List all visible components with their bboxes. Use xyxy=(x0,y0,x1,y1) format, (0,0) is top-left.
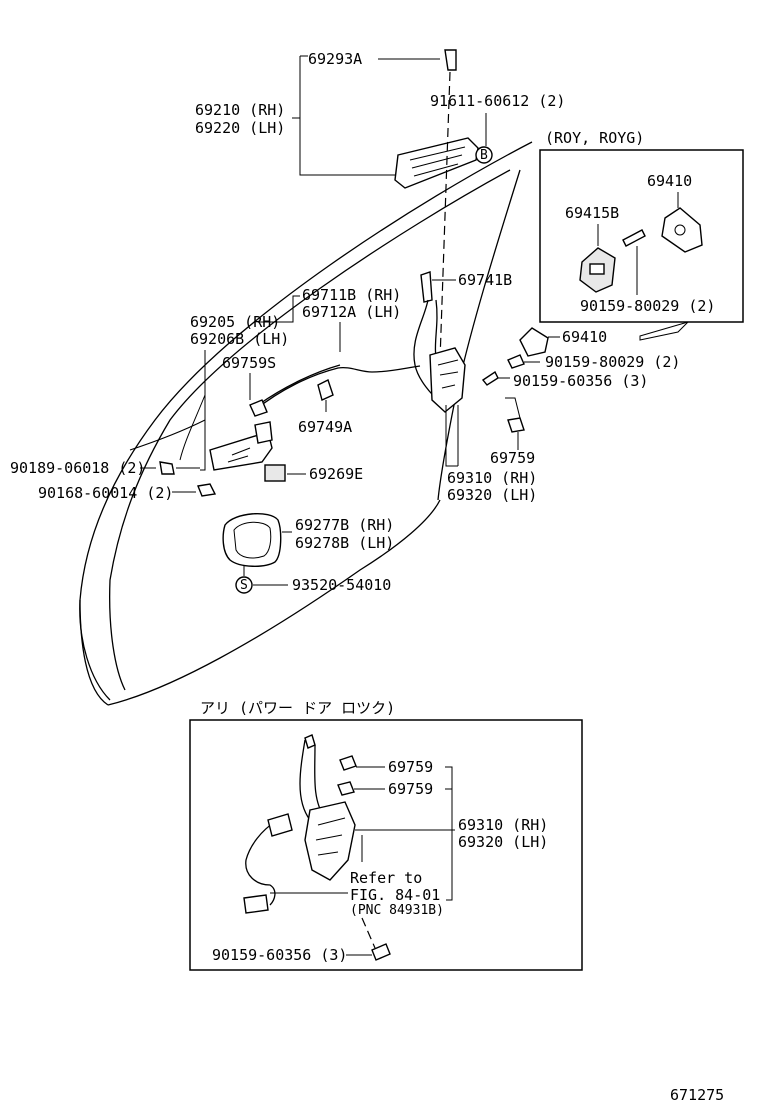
label-69320a: 69320 (LH) xyxy=(447,486,537,504)
label-69310b: 69310 (RH) xyxy=(458,816,548,834)
label-69205: 69205 (RH) xyxy=(190,313,280,331)
label-69711B: 69711B (RH) xyxy=(302,286,401,304)
label-roy-royg: (ROY, ROYG) xyxy=(545,129,644,147)
label-69310a: 69310 (RH) xyxy=(447,469,537,487)
rod-clip-69759a xyxy=(507,417,525,433)
label-93520: 93520-54010 xyxy=(292,576,391,594)
label-69293A: 69293A xyxy=(308,50,362,68)
refer-line2: FIG. 84-01 xyxy=(350,886,440,904)
rod-clip-69759S xyxy=(249,399,268,417)
connector-part xyxy=(267,813,293,837)
mark-b: B xyxy=(480,148,488,163)
screw-90159d xyxy=(371,943,391,961)
label-90168: 90168-60014 (2) xyxy=(38,484,173,502)
label-69278B: 69278B (LH) xyxy=(295,534,394,552)
power-door-lock-inset: アリ (パワー ドア ロツク) 69759 69759 69310 (RH) 6… xyxy=(189,699,583,971)
screw-part-a xyxy=(622,229,646,247)
refer-line3: (PNC 84931B) xyxy=(350,903,444,918)
label-69220: 69220 (LH) xyxy=(195,119,285,137)
label-69759a: 69759 xyxy=(490,449,535,467)
label-90159c: 90159-60356 (3) xyxy=(513,372,648,390)
plug-part xyxy=(243,894,269,914)
section-title: アリ (パワー ドア ロツク) xyxy=(200,699,395,717)
lock-labels: 69759 69310 (RH) 69320 (LH) xyxy=(445,397,537,504)
label-69759S: 69759S xyxy=(222,354,276,372)
refer-line1: Refer to xyxy=(350,869,422,887)
label-69210: 69210 (RH) xyxy=(195,101,285,119)
label-90159b: 90159-80029 (2) xyxy=(545,353,680,371)
label-90159d: 90159-60356 (3) xyxy=(212,946,347,964)
inside-handle-group: 69205 (RH) 69206B (LH) 69759S 90189-0601… xyxy=(10,313,394,594)
label-91611: 91611-60612 (2) xyxy=(430,92,565,110)
rod-clip-69741B xyxy=(420,271,433,303)
roy-royg-inset: (ROY, ROYG) 69410 69415B 90159-80029 (2) xyxy=(539,129,744,323)
label-69759b: 69759 xyxy=(388,758,433,776)
striker-plate-part xyxy=(661,207,703,253)
roy-box xyxy=(539,149,744,323)
screw-90168 xyxy=(197,483,217,497)
striker-group: 69410 90159-80029 (2) 90159-60356 (3) xyxy=(481,321,689,390)
bolt-mark-b xyxy=(475,146,493,164)
label-69749A: 69749A xyxy=(298,418,352,436)
label-69712A: 69712A (LH) xyxy=(302,303,401,321)
label-69277B: 69277B (RH) xyxy=(295,516,394,534)
label-69320b: 69320 (LH) xyxy=(458,833,548,851)
striker-part xyxy=(519,327,549,357)
clip-69759c xyxy=(337,781,355,796)
lock-actuator-part xyxy=(304,801,356,881)
label-69206B: 69206B (LH) xyxy=(190,330,289,348)
clip-69759b xyxy=(339,755,357,771)
pdl-box xyxy=(189,719,583,971)
clip-90189 xyxy=(159,461,175,475)
label-69410a: 69410 xyxy=(647,172,692,190)
screw-part-c xyxy=(481,370,499,386)
label-90159a: 90159-80029 (2) xyxy=(580,297,715,315)
handle-clip-part xyxy=(444,49,457,71)
label-69741B: 69741B xyxy=(458,271,512,289)
figure-number: 671275 xyxy=(670,1086,724,1104)
label-90189: 90189-06018 (2) xyxy=(10,459,145,477)
outside-handle-part xyxy=(394,137,479,189)
label-69410b: 69410 xyxy=(562,328,607,346)
rod-clip-69749A xyxy=(317,379,334,401)
label-69759c: 69759 xyxy=(388,780,433,798)
label-69269E: 69269E xyxy=(309,465,363,483)
lock-rods: 69741B 69711B (RH) 69712A (LH) 69749A xyxy=(254,271,512,436)
mark-s: S xyxy=(240,578,248,593)
screw-part-b xyxy=(507,354,525,369)
door-lock-part xyxy=(429,347,466,413)
label-69415B: 69415B xyxy=(565,204,619,222)
outside-handle-group: 69293A 69210 (RH) 69220 (LH) 91611-60612… xyxy=(195,49,565,361)
button-69269E xyxy=(264,464,286,482)
screw-mark-s xyxy=(235,576,253,594)
